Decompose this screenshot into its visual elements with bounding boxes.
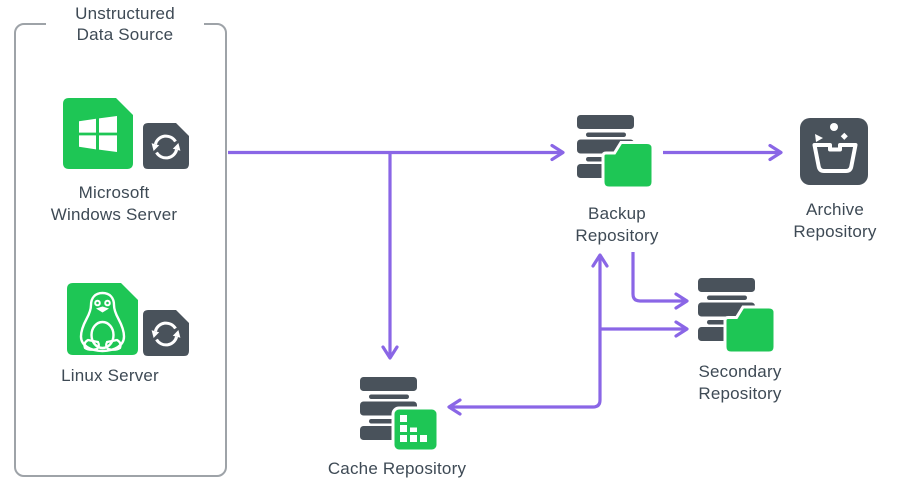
arrow-backup-to-archive [663,143,783,162]
linux-server-label: Linux Server [61,366,159,385]
cache-repository-icon [360,377,440,453]
arrowhead-left-icon [447,398,462,416]
arrowhead-down-icon [381,345,399,360]
folder-icon [601,141,655,190]
windows-server-label: Microsoft Windows Server [50,183,178,224]
arrow-junction-backup-secondary-cache [447,253,689,416]
sync-arrows-icon [143,310,189,356]
windows-logo-icon [63,98,133,169]
tux-penguin-icon [67,283,138,355]
arrowhead-right-icon [674,320,689,338]
folder-icon [723,305,777,355]
windows-flag-icon [79,116,117,152]
unstructured-data-source-title: Unstructured Data Source [46,3,204,45]
sync-arrows-icon [143,123,189,169]
backup-repository-icon [577,115,655,190]
secondary-repository-icon [698,278,777,355]
arrowhead-right-icon [550,143,565,162]
arrow-source-to-backup [228,143,565,162]
trash-bin-icon [812,123,858,173]
arrowhead-up-icon [591,253,609,268]
data-grid-icon [391,406,440,453]
unstructured-data-source-box [14,23,227,477]
backup-repository-label: Backup Repository [575,204,659,245]
cache-repository-label: Cache Repository [327,459,467,478]
archive-bin-icon [800,118,868,185]
arrowhead-right-icon [768,143,783,162]
arrow-source-to-cache [381,152,399,360]
arrow-backup-to-secondary [631,252,689,310]
arrowhead-right-icon [674,292,689,310]
secondary-repository-label: Secondary Repository [698,362,782,403]
archive-repository-label: Archive Repository [793,200,877,241]
penguin-outline [79,291,126,353]
